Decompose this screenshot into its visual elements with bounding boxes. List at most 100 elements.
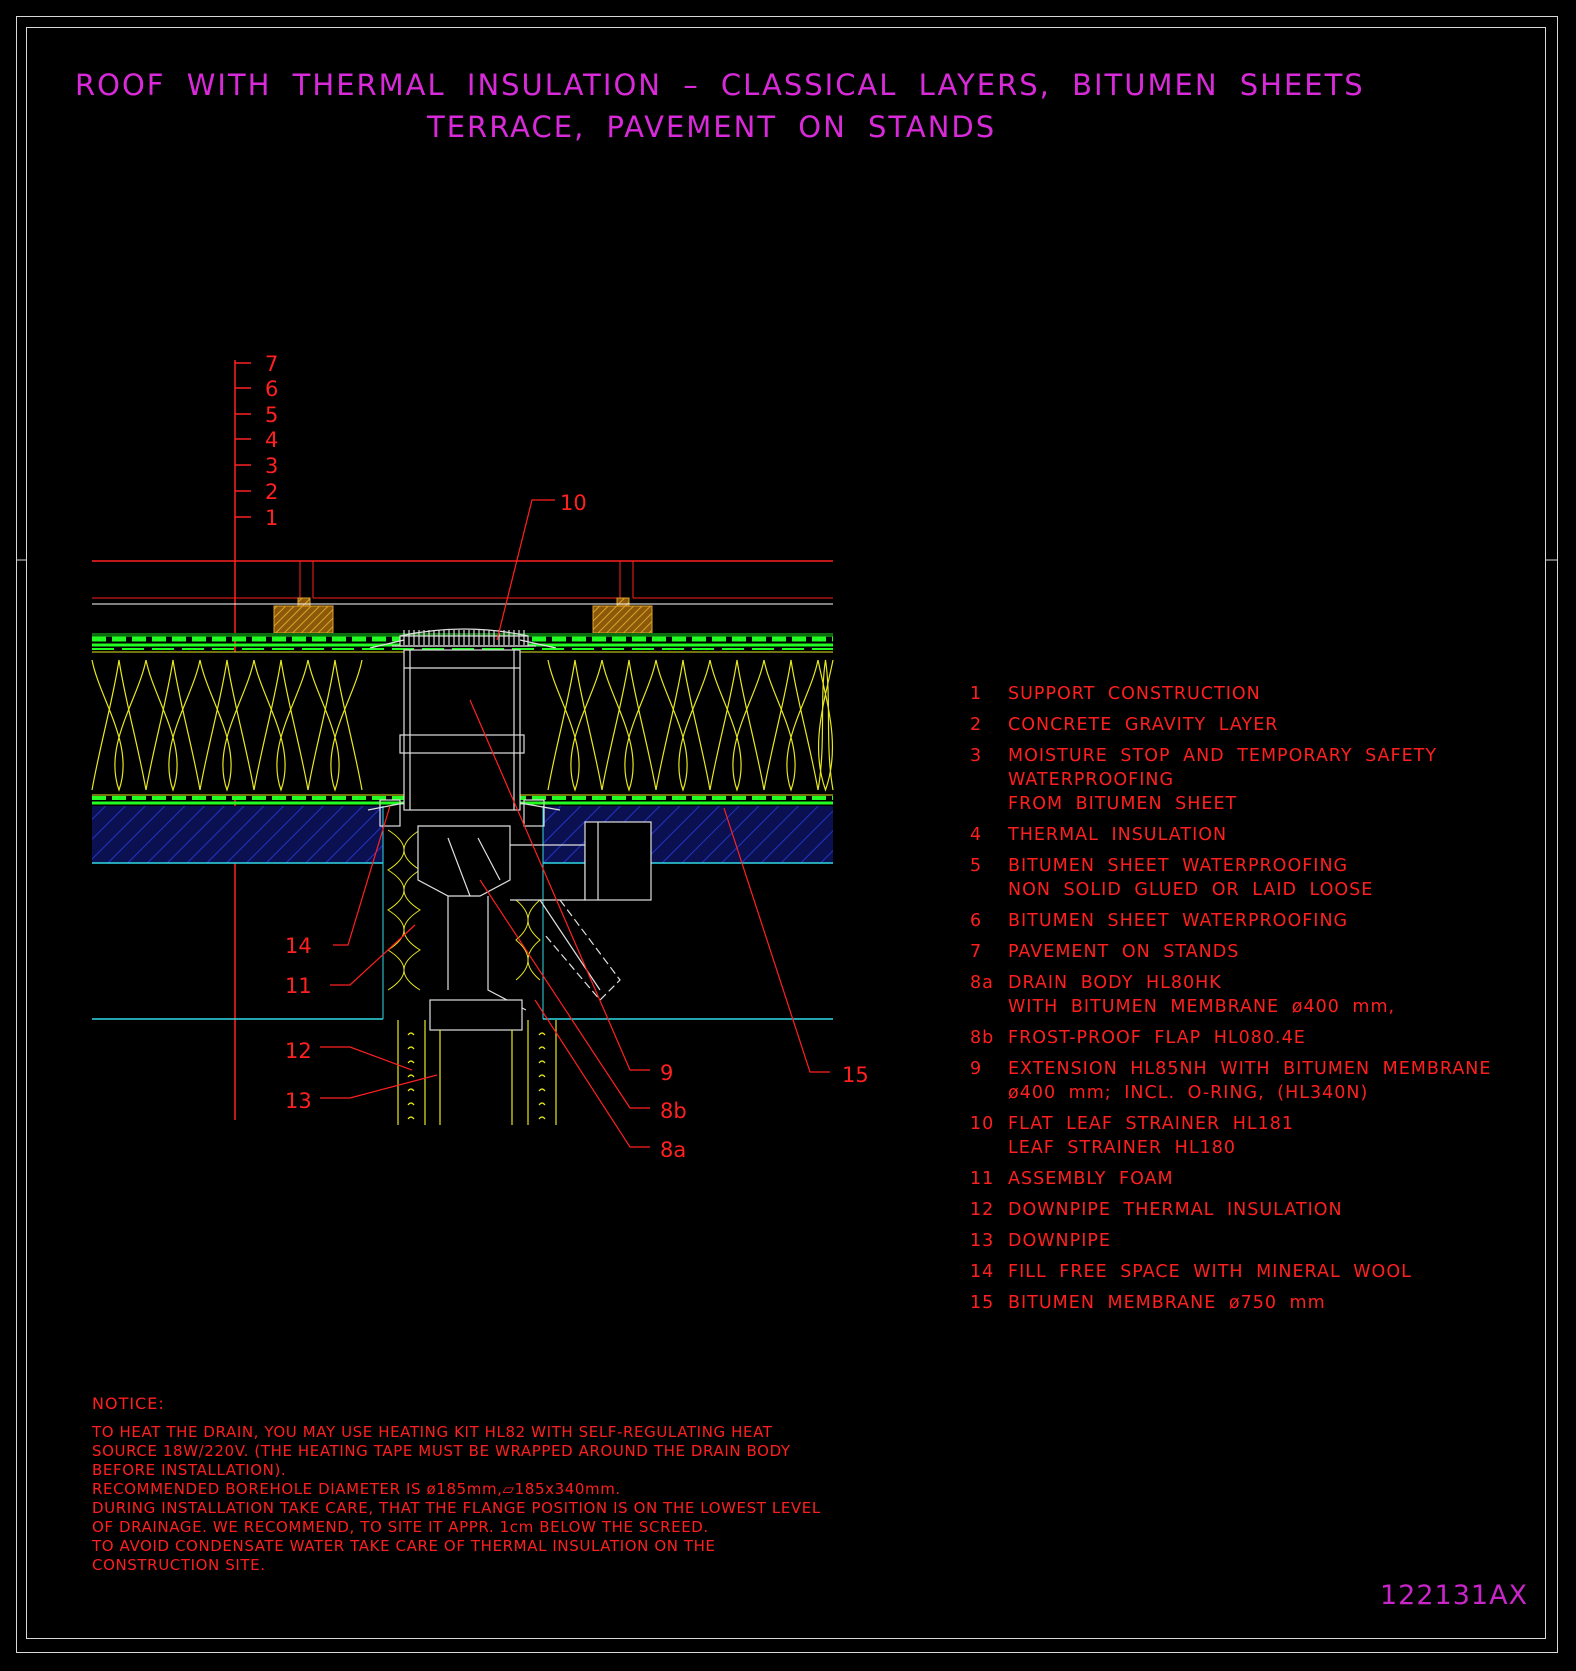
legend-number: 1 [970,684,983,704]
legend-item-6: 6 BITUMEN SHEET WATERPROOFING [950,909,1540,933]
insulation-loop [655,659,711,791]
callout-10: 10 [560,491,587,515]
notice-line: DURING INSTALLATION TAKE CARE, THAT THE … [92,1499,821,1517]
insulation-loop [709,659,765,791]
legend-line: ø400 mm; INCL. O-RING, (HL340N) [1008,1083,1369,1103]
legend-line: NON SOLID GLUED OR LAID LOOSE [1008,880,1374,900]
layer-marker-3: 3 [265,454,278,478]
insulation-loop [655,659,711,792]
legend-number: 12 [970,1200,995,1220]
insulation-loop [199,659,255,791]
callout-leaders [320,499,830,1148]
legend-text: PAVEMENT ON STANDS [1008,940,1540,964]
legend-number: 8b [970,1028,995,1048]
assembly-foam [387,829,541,991]
notice-line: RECOMMENDED BOREHOLE DIAMETER IS ø185mm,… [92,1480,621,1498]
legend-item-5: 5 BITUMEN SHEET WATERPROOFING NON SOLID GL… [950,854,1540,902]
insulation-loop [145,659,201,792]
insulation-mark [407,1116,415,1120]
legend-text: SUPPORT CONSTRUCTION [1008,682,1540,706]
legend-text: FROST-PROOF FLAP HL080.4E [1008,1026,1540,1050]
legend-line: BITUMEN SHEET WATERPROOFING [1008,911,1349,931]
callout-14: 14 [285,934,312,958]
insulation-mark [407,1088,415,1092]
insulation-loop [91,659,147,791]
insulation-loop [145,659,201,791]
callout-12: 12 [285,1039,312,1063]
insulation-loop [709,659,765,792]
insulation-mark [538,1046,546,1050]
insulation-loop [817,659,834,791]
legend-number: 14 [970,1262,995,1282]
drain-assembly [367,628,652,1125]
insulation-loop [307,659,363,792]
layer-marker-5: 5 [265,403,278,427]
layer-marker-1: 1 [265,506,278,530]
layer-marker-7: 7 [265,352,278,376]
legend-text: BITUMEN MEMBRANE ø750 mm [1008,1291,1540,1315]
legend-item-7: 7 PAVEMENT ON STANDS [950,940,1540,964]
legend-text: ASSEMBLY FOAM [1008,1167,1540,1191]
insulation-loop [763,659,819,791]
layer-marker-6: 6 [265,377,278,401]
notice-line: SOURCE 18W/220V. (THE HEATING TAPE MUST … [92,1442,791,1460]
legend-number: 13 [970,1231,995,1251]
insulation-loop [601,659,657,792]
legend-item-14: 14 FILL FREE SPACE WITH MINERAL WOOL [950,1260,1540,1284]
legend-item-15: 15 BITUMEN MEMBRANE ø750 mm [950,1291,1540,1315]
pavement-stand-left [273,605,334,634]
insulation-mark [407,1102,415,1106]
legend-line: FILL FREE SPACE WITH MINERAL WOOL [1008,1262,1412,1282]
legend-number: 7 [970,942,983,962]
insulation-loop [601,659,657,791]
insulation-loop [817,659,834,792]
legend-item-13: 13 DOWNPIPE [950,1229,1540,1253]
insulation-mark [538,1074,546,1078]
legend-number: 9 [970,1059,983,1079]
pavement-stand-left-cap [297,597,311,607]
legend-line: BITUMEN SHEET WATERPROOFING [1008,856,1349,876]
notice-line: BEFORE INSTALLATION). [92,1461,287,1479]
insulation-loop [763,659,819,792]
legend-number: 2 [970,715,983,735]
legend-number: 8a [970,973,994,993]
pavement-stand-right [592,605,653,634]
callout-9: 9 [660,1061,673,1085]
legend-item-8b: 8b FROST-PROOF FLAP HL080.4E [950,1026,1540,1050]
legend-line: PAVEMENT ON STANDS [1008,942,1240,962]
legend-number: 6 [970,911,983,931]
insulation-mark [538,1102,546,1106]
legend-text: DOWNPIPE [1008,1229,1540,1253]
legend-line: CONCRETE GRAVITY LAYER [1008,715,1279,735]
legend-item-12: 12 DOWNPIPE THERMAL INSULATION [950,1198,1540,1222]
insulation-mark [538,1088,546,1092]
insulation-loop [547,659,603,792]
insulation-loop [253,659,309,792]
insulation-loop [547,659,603,791]
legend-line: FLAT LEAF STRAINER HL181 [1008,1114,1295,1134]
legend-line: DOWNPIPE THERMAL INSULATION [1008,1200,1343,1220]
insulation-loop [253,659,309,791]
notice-line: TO AVOID CONDENSATE WATER TAKE CARE OF T… [92,1537,716,1555]
insulation-mark [538,1032,546,1036]
legend-text: FILL FREE SPACE WITH MINERAL WOOL [1008,1260,1540,1284]
legend-number: 11 [970,1169,995,1189]
legend-number: 15 [970,1293,995,1313]
pavement-stand-right-cap [616,597,630,607]
notice-line: OF DRAINAGE. WE RECOMMEND, TO SITE IT AP… [92,1518,709,1536]
legend-number: 5 [970,856,983,876]
legend-text: CONCRETE GRAVITY LAYER [1008,713,1540,737]
inner-frame [26,27,1546,1639]
legend-line: FROST-PROOF FLAP HL080.4E [1008,1028,1306,1048]
callout-8a: 8a [660,1138,686,1162]
legend-text: BITUMEN SHEET WATERPROOFING [1008,909,1540,933]
insulation-mark [407,1074,415,1078]
legend-number: 4 [970,825,983,845]
